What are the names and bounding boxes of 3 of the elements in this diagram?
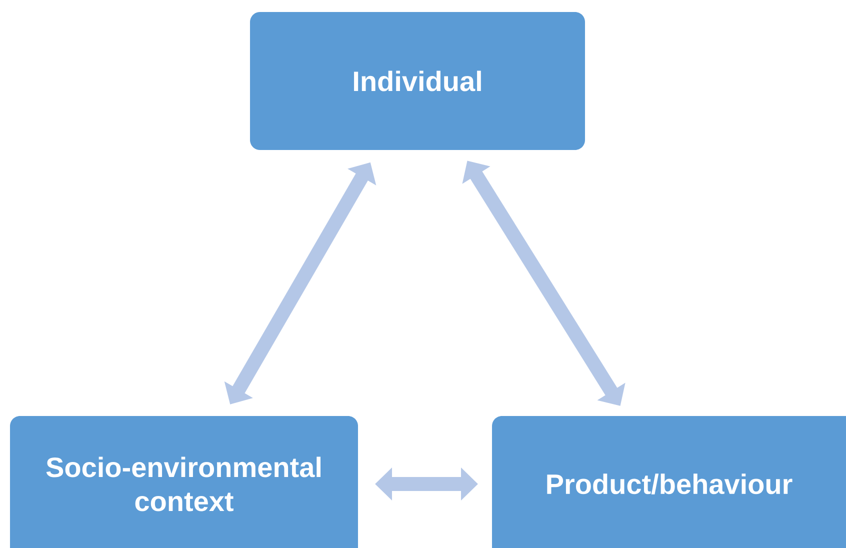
process-box: Individual <box>250 12 585 150</box>
process-box: Socio-environmental context <box>10 416 358 548</box>
process-box: Product/behaviour <box>492 416 846 548</box>
